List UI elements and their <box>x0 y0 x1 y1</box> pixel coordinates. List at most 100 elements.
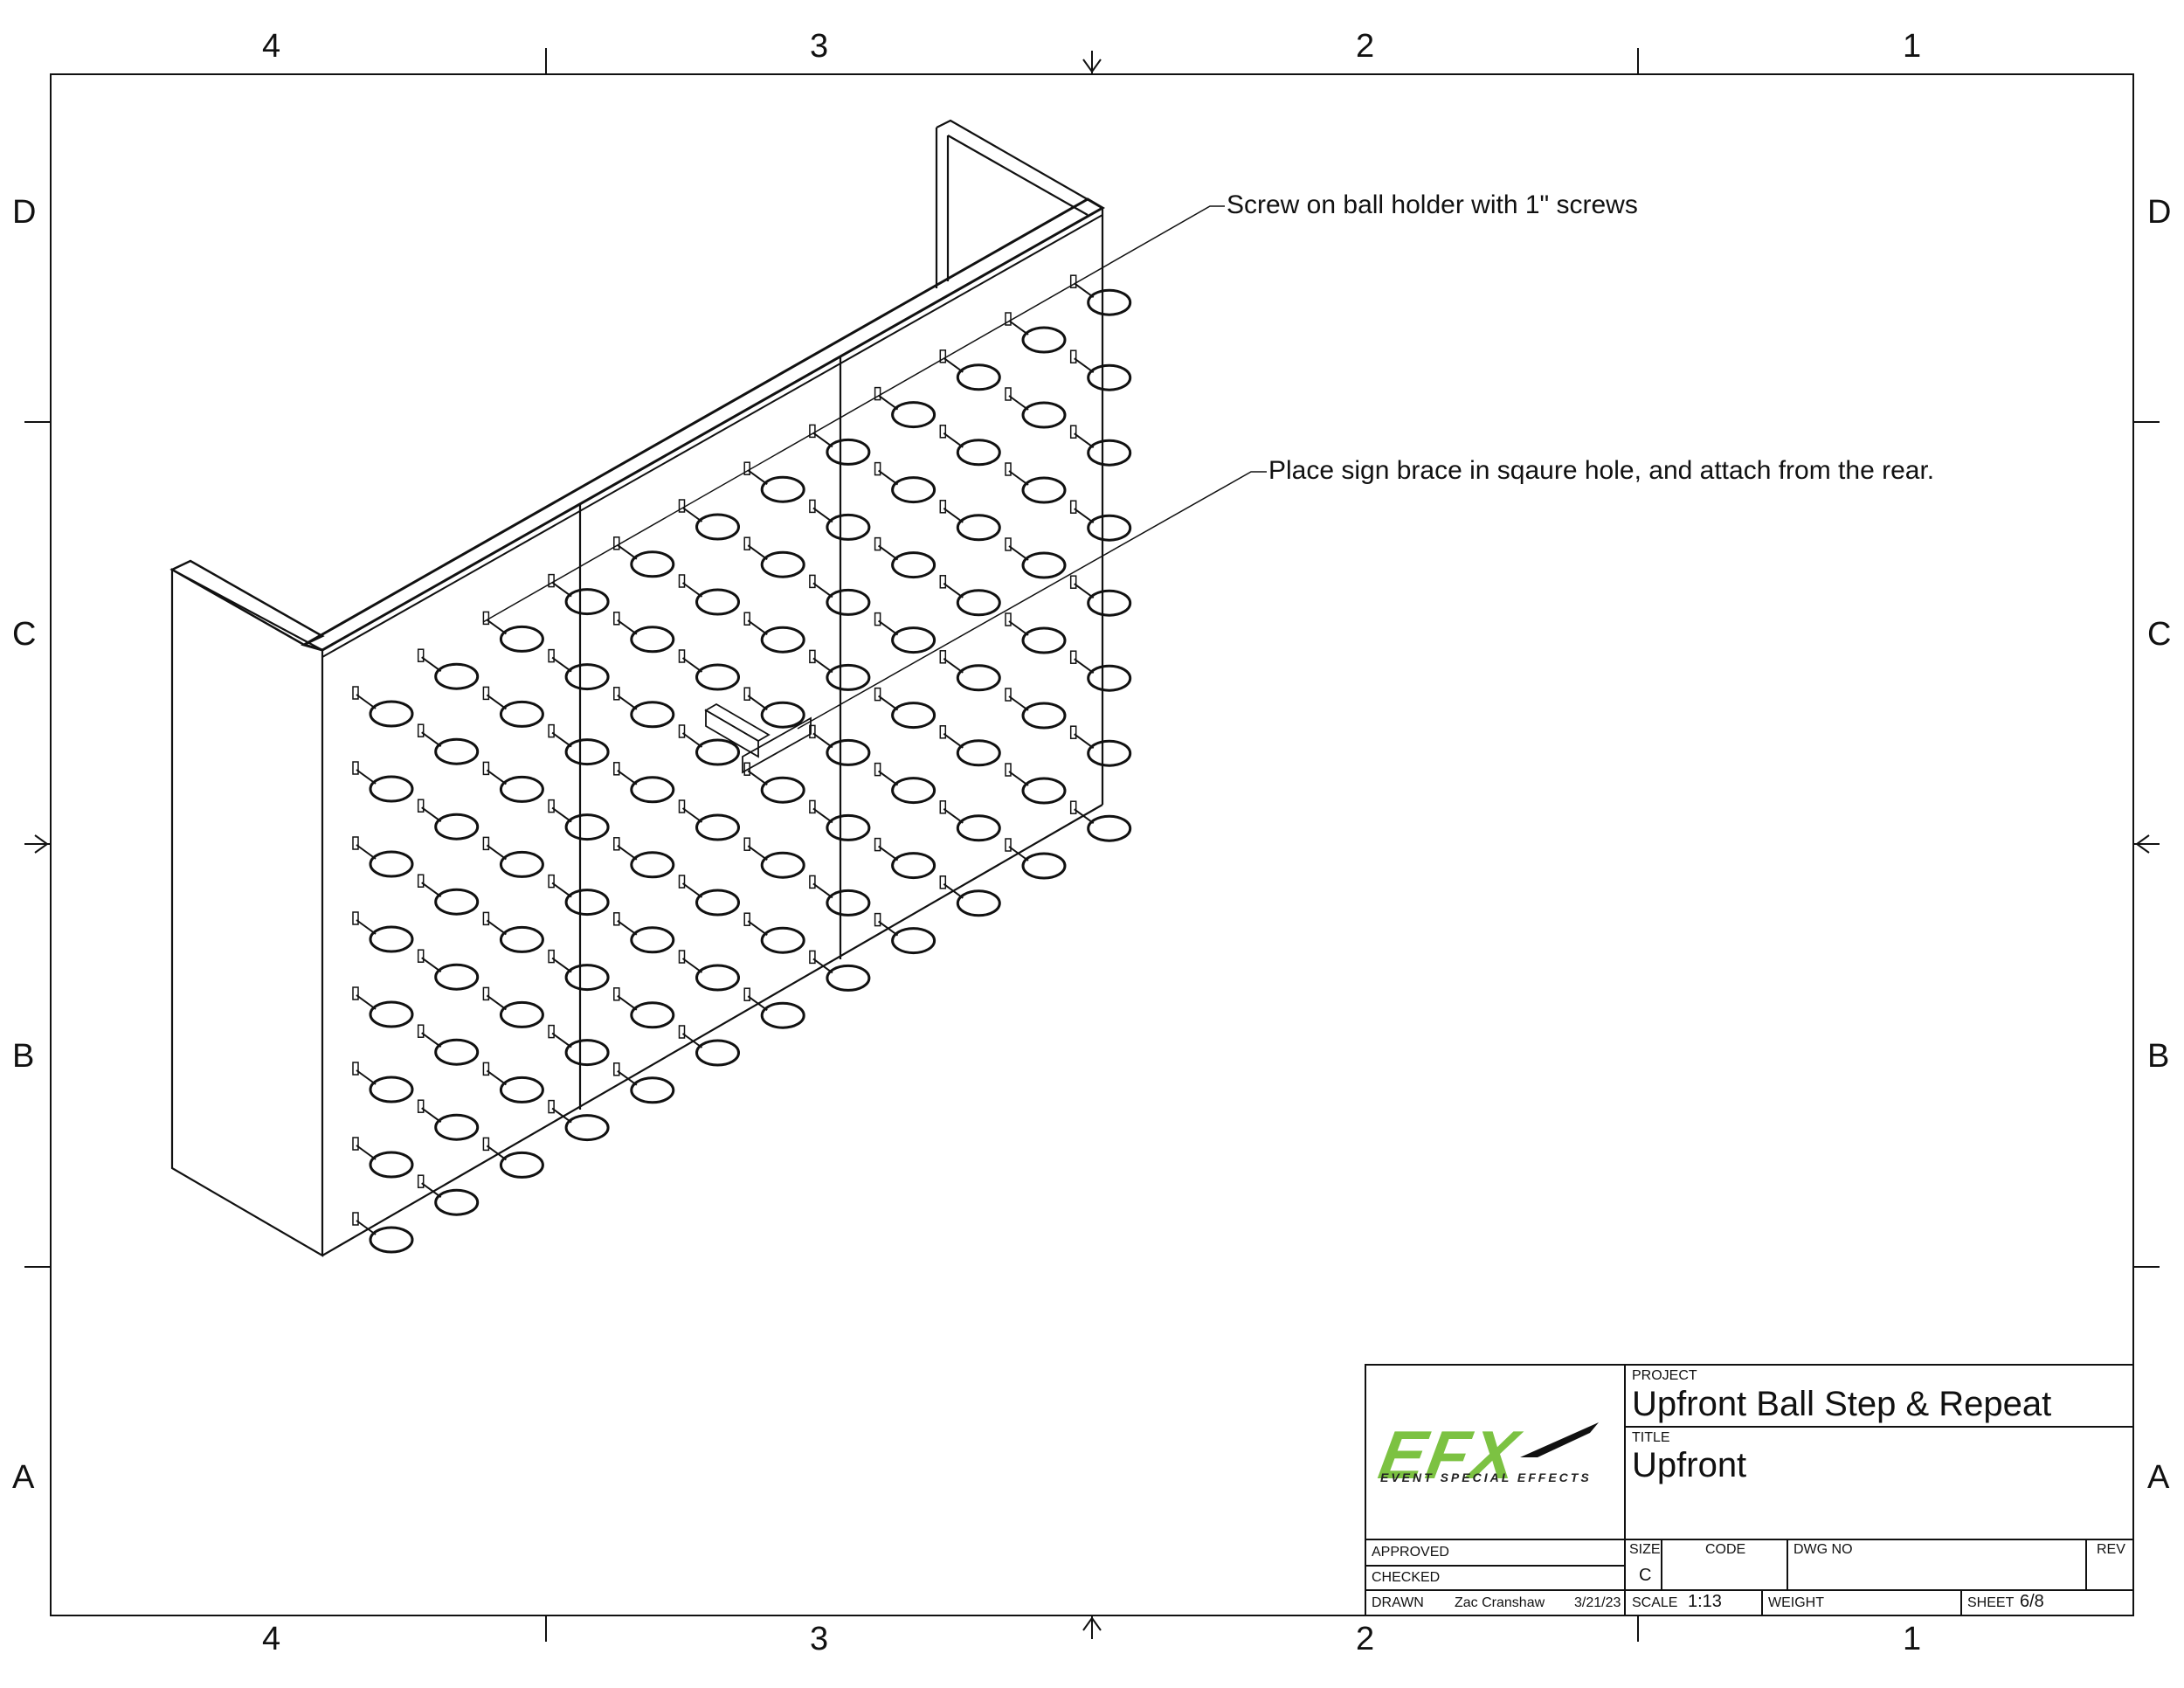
ball <box>891 401 936 429</box>
ball <box>564 1114 610 1142</box>
ball <box>891 702 936 730</box>
ball <box>826 663 871 691</box>
ball-holder-arm <box>551 957 572 973</box>
ball-holder-mount <box>1069 349 1077 363</box>
ball <box>891 626 936 654</box>
ball <box>826 588 871 616</box>
ball-holder-arm <box>1074 583 1095 599</box>
ball-holder-mount <box>352 1062 359 1076</box>
ball-holder-mount <box>743 912 750 926</box>
ball-holder-mount <box>482 836 490 851</box>
ball <box>630 550 675 578</box>
size-value: C <box>1639 1566 1652 1585</box>
ball-holder-mount <box>613 612 620 626</box>
ball-holder-mount <box>613 987 620 1001</box>
ball-holder-mount <box>1005 838 1012 852</box>
ball <box>369 1076 414 1103</box>
ball-holder-mount <box>874 612 881 626</box>
ball-holder-mount <box>548 874 555 889</box>
zone-col-3-bottom: 3 <box>810 1621 829 1657</box>
ball <box>1087 589 1132 617</box>
ball-holder-mount <box>417 1024 425 1038</box>
ball-holder-arm <box>617 844 638 861</box>
ball <box>1087 288 1132 316</box>
zone-ticks <box>24 48 2160 1642</box>
ball <box>630 1001 675 1029</box>
ball-holder-mount <box>417 1174 425 1188</box>
ball-holder-arm <box>1074 508 1095 524</box>
ball-holder-mount <box>548 799 555 813</box>
ball <box>956 814 1001 842</box>
ball-holder-mount <box>613 1062 620 1076</box>
ball-holder-arm <box>943 732 964 749</box>
ball-holder-arm <box>356 919 377 935</box>
ball <box>564 1039 610 1067</box>
ball-holder-mount <box>417 1099 425 1113</box>
ball <box>434 888 480 916</box>
zone-col-1-bottom: 1 <box>1903 1621 1922 1657</box>
ball <box>1021 852 1067 880</box>
ball-holder-mount <box>678 499 686 513</box>
ball-holder-mount <box>678 875 686 889</box>
scale-value: 1:13 <box>1688 1592 1722 1611</box>
ball-holder-mount <box>874 536 881 551</box>
ball-holder-arm <box>681 582 703 598</box>
checked-label: CHECKED <box>1372 1570 1441 1585</box>
ball <box>1087 514 1132 542</box>
ball <box>369 1226 414 1254</box>
ball <box>499 625 544 653</box>
ball-holder-arm <box>747 770 768 786</box>
ball-holder-mount <box>809 499 816 514</box>
ball <box>369 925 414 953</box>
ball-holder-arm <box>356 694 377 709</box>
ball <box>1021 777 1067 805</box>
zone-row-b-right: B <box>2147 1038 2170 1075</box>
ball-holder-mount <box>417 874 425 888</box>
ball-holder-mount <box>678 649 686 663</box>
ball-holder-arm <box>747 619 768 636</box>
ball-holder-mount <box>417 648 425 662</box>
ball-holder-arm <box>878 695 899 711</box>
ball-holder-arm <box>356 1069 377 1085</box>
ball-holder-mount <box>352 1137 359 1151</box>
ball-holder-arm <box>356 1220 377 1235</box>
ball-grid <box>352 274 1132 1254</box>
ball-holder-arm <box>878 920 899 937</box>
efx-logo-tagline: EVENT SPECIAL EFFECTS <box>1380 1470 1592 1484</box>
ball <box>1087 439 1132 467</box>
ball-holder-arm <box>486 619 507 635</box>
ball-holder-arm <box>356 844 377 860</box>
ball <box>564 813 610 841</box>
ball <box>630 626 675 654</box>
drawing-title: Upfront <box>1632 1446 1747 1484</box>
note-ball-holder: Screw on ball holder with 1" screws <box>1227 190 1638 219</box>
ball-holder-arm <box>878 619 899 636</box>
code-label: CODE <box>1705 1542 1746 1557</box>
ball-holder-mount <box>1005 537 1012 551</box>
ball-holder-mount <box>548 573 555 588</box>
ball <box>826 438 871 466</box>
ball-holder-arm <box>421 1182 442 1199</box>
ball-holder-mount <box>809 424 816 439</box>
ball-holder-mount <box>939 800 947 814</box>
ball-holder-mount <box>678 574 686 588</box>
drawn-label: DRAWN <box>1372 1595 1424 1610</box>
ball-holder-mount <box>678 799 686 813</box>
ball-holder-mount <box>809 724 816 739</box>
ball-holder-mount <box>613 912 620 926</box>
ball-holder-mount <box>417 723 425 737</box>
ball <box>760 776 805 804</box>
ball <box>891 476 936 504</box>
ball-holder-mount <box>678 1025 686 1039</box>
ball <box>760 926 805 954</box>
ball <box>369 850 414 878</box>
ball-holder-arm <box>356 1145 377 1160</box>
ball <box>564 889 610 917</box>
ball <box>956 439 1001 467</box>
ball-holder-mount <box>352 986 359 1000</box>
ball-holder-arm <box>812 432 833 448</box>
zone-col-4-top: 4 <box>262 28 281 65</box>
zone-col-2-top: 2 <box>1356 28 1375 65</box>
ball-holder-arm <box>747 920 768 937</box>
ball <box>564 964 610 992</box>
